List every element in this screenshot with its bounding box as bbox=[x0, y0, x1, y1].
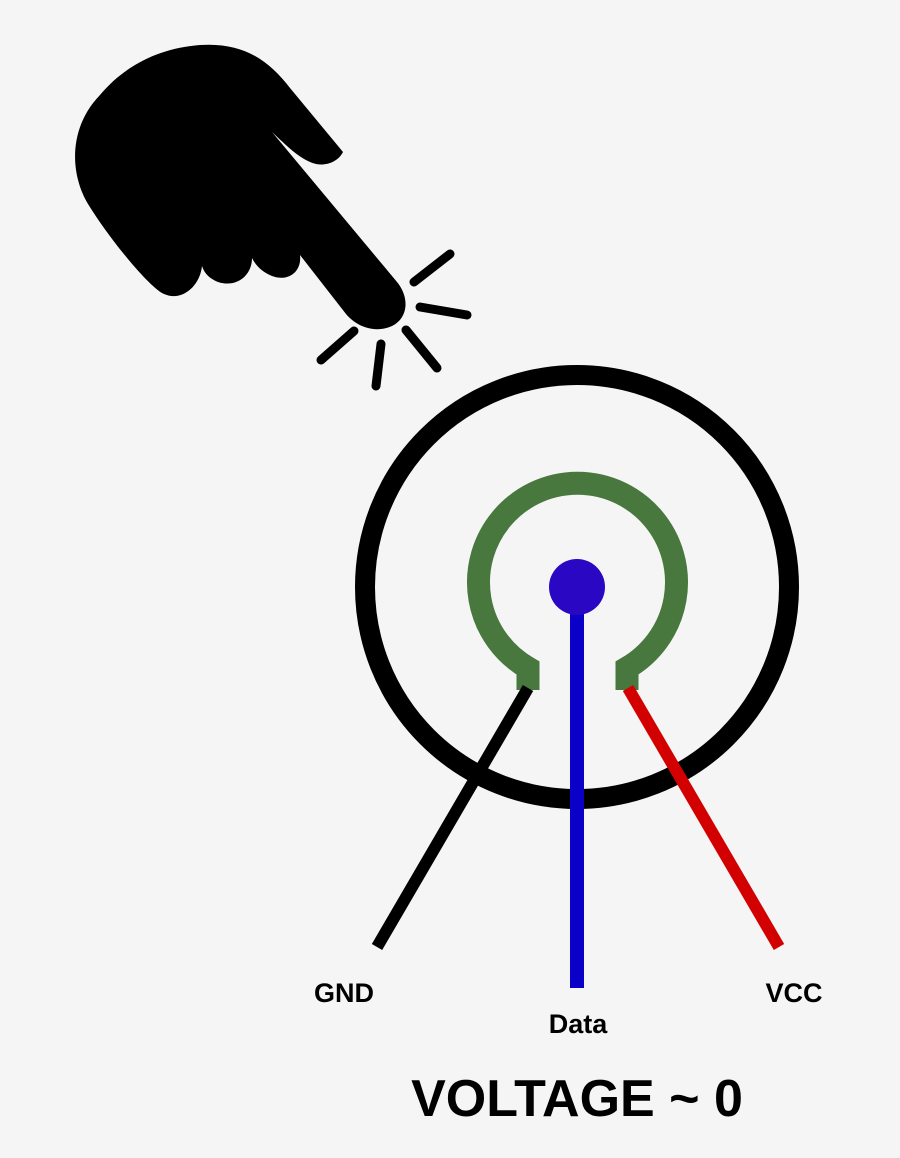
vcc-label: VCC bbox=[765, 978, 822, 1008]
voltage-label: VOLTAGE ~ 0 bbox=[411, 1070, 743, 1128]
burst-line bbox=[316, 326, 359, 365]
data-label: Data bbox=[549, 1009, 609, 1039]
vcc-wire bbox=[622, 684, 785, 951]
burst-line bbox=[371, 339, 386, 391]
hand-shape bbox=[75, 44, 406, 330]
inner-ring bbox=[467, 471, 688, 690]
gnd-wire bbox=[371, 684, 534, 951]
gnd-label: GND bbox=[314, 978, 374, 1008]
burst-line bbox=[415, 302, 472, 320]
data-dot bbox=[549, 559, 605, 615]
burst-line bbox=[401, 325, 442, 373]
pointing-hand-icon bbox=[75, 44, 406, 330]
touch-burst-icon bbox=[316, 249, 472, 391]
burst-line bbox=[409, 249, 455, 287]
